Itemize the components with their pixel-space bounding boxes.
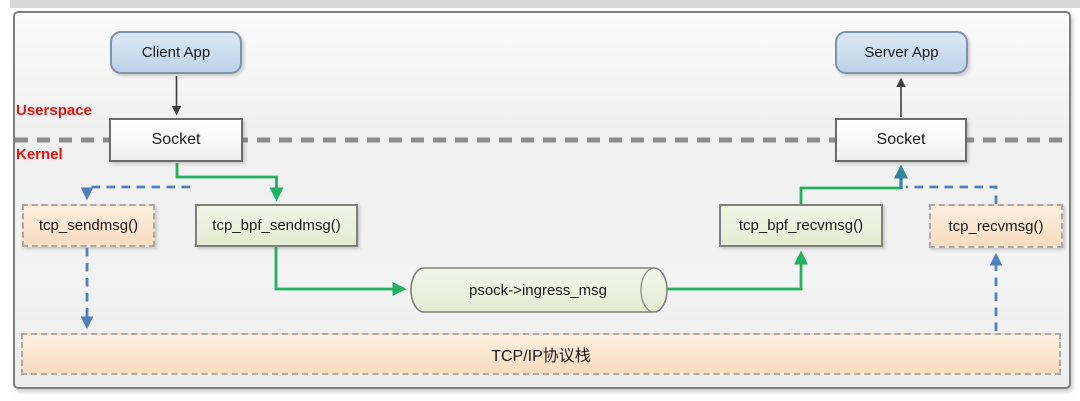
- top-band: [10, 0, 1080, 8]
- edge-socket-to-bpf-sendmsg: [175, 163, 284, 202]
- edge-tcp-recvmsg-to-socket: [906, 185, 998, 204]
- ingress-queue-cylinder-cap: [640, 267, 655, 313]
- server-app-node: Server App: [835, 31, 968, 74]
- ingress-queue-label: psock->ingress_msg: [469, 281, 607, 299]
- tcp-recvmsg-node: tcp_recvmsg(): [929, 204, 1063, 248]
- tcp-sendmsg-node: tcp_sendmsg(): [22, 204, 155, 247]
- edge-socket-to-tcp-sendmsg: [80, 185, 190, 201]
- diagram-frame: [13, 11, 1071, 389]
- socket-left-node: Socket: [109, 118, 243, 162]
- edge-ingress-to-bpf-recvmsg: [666, 250, 808, 291]
- edge-bpf-recvmsg-to-socket: [799, 186, 901, 205]
- tcp-bpf-sendmsg-node: tcp_bpf_sendmsg(): [195, 204, 358, 247]
- tcp-bpf-recvmsg-node: tcp_bpf_recvmsg(): [719, 204, 883, 247]
- tcpip-stack-node: TCP/IP协议栈: [21, 333, 1061, 375]
- edge-bpf-sendmsg-to-ingress: [274, 247, 407, 296]
- client-app-node: Client App: [110, 31, 242, 74]
- userspace-label: Userspace: [16, 102, 92, 119]
- socket-right-node: Socket: [835, 118, 967, 162]
- kernel-label: Kernel: [16, 146, 63, 163]
